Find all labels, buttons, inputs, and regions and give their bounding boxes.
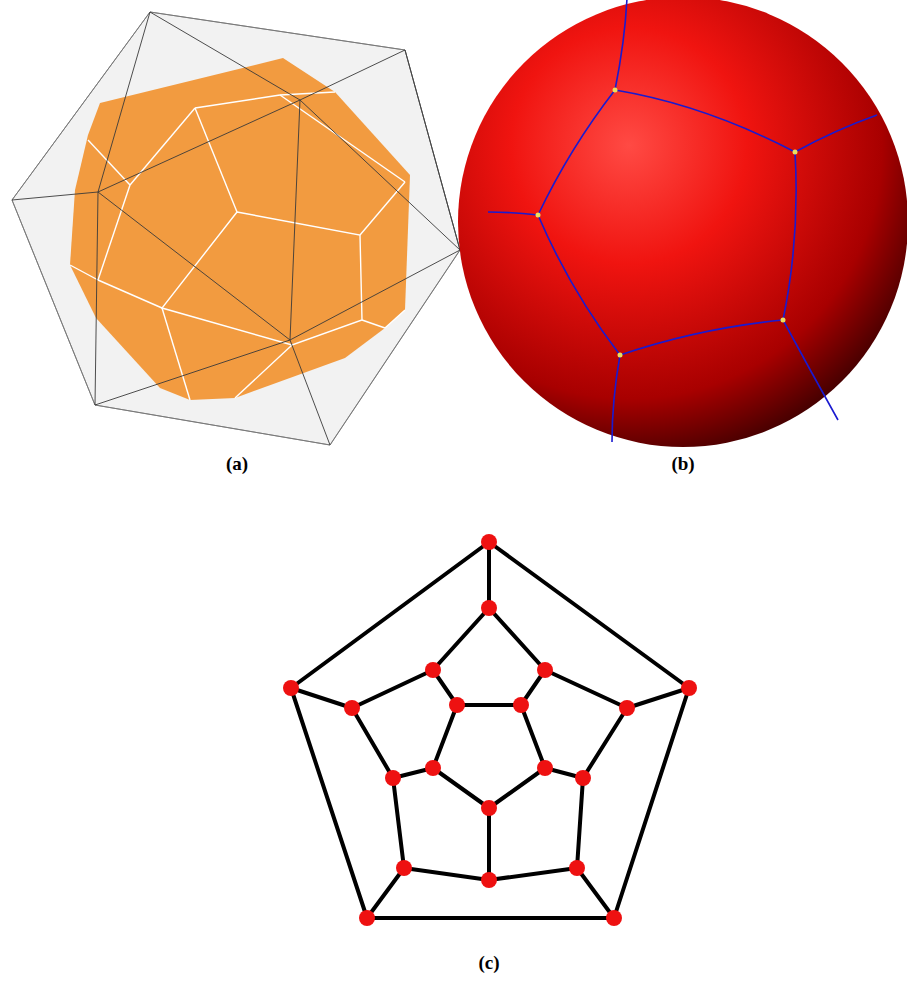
- graph-vertex: [537, 662, 553, 678]
- graph-vertex: [359, 910, 375, 926]
- graph-vertex: [481, 534, 497, 550]
- graph-edge: [291, 688, 352, 708]
- graph-vertex: [513, 697, 529, 713]
- graph-edge: [352, 708, 393, 778]
- graph-vertex: [569, 860, 585, 876]
- graph-edge: [433, 608, 489, 670]
- graph-edge: [521, 705, 545, 768]
- graph-edge: [291, 542, 489, 688]
- graph-vertex: [385, 770, 401, 786]
- panel-label: (a): [226, 453, 248, 475]
- graph-edge: [627, 688, 689, 708]
- graph-edge: [545, 670, 627, 708]
- icosahedron-wireframe: [12, 12, 460, 445]
- graph-vertex: [344, 700, 360, 716]
- graph-edge: [367, 868, 404, 918]
- graph-edge: [487, 542, 491, 608]
- graph-edge: [367, 916, 614, 920]
- graph-vertex: [481, 800, 497, 816]
- graph-vertex: [575, 770, 591, 786]
- graph-edge: [393, 778, 404, 868]
- graph-edge: [433, 768, 489, 808]
- icosahedron-shell: [12, 12, 460, 445]
- graph-edge: [433, 705, 457, 768]
- graph-vertex: [283, 680, 299, 696]
- graph-edge: [352, 670, 433, 708]
- graph-edge: [489, 608, 545, 670]
- graph-edge: [489, 868, 577, 880]
- graph-edge: [404, 868, 489, 880]
- graph-edge: [614, 688, 689, 918]
- graph-vertex: [481, 872, 497, 888]
- graph-edge: [457, 703, 521, 707]
- schlegel-graph: [283, 534, 697, 926]
- dodecahedron-solid: [70, 58, 410, 400]
- graph-edge: [583, 708, 627, 778]
- graph-vertex: [619, 700, 635, 716]
- graph-vertex: [449, 697, 465, 713]
- panel-label: (b): [671, 453, 694, 475]
- graph-edge: [577, 868, 614, 918]
- graph-vertex: [681, 680, 697, 696]
- graph-vertex: [537, 760, 553, 776]
- graph-vertex: [425, 760, 441, 776]
- graph-vertex: [606, 910, 622, 926]
- graph-edge: [489, 542, 689, 688]
- graph-vertex: [396, 860, 412, 876]
- graph-edge: [487, 808, 491, 880]
- spherical-tiling: [458, 0, 907, 447]
- panel-label: (c): [478, 952, 499, 974]
- graph-edge: [291, 688, 367, 918]
- graph-edge: [577, 778, 583, 868]
- graph-vertex: [425, 662, 441, 678]
- graph-edge: [489, 768, 545, 808]
- graph-vertex: [481, 600, 497, 616]
